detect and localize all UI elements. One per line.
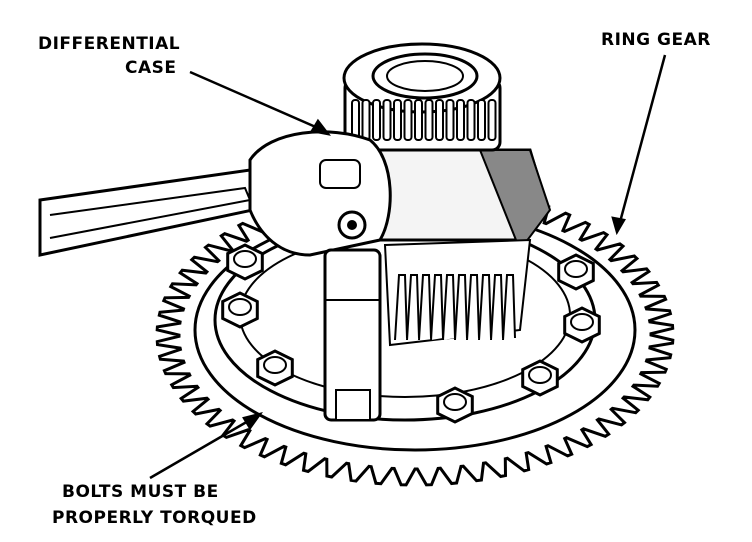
bearing-roller (435, 99, 444, 141)
side-gear-tooth (430, 274, 444, 341)
side-gear-tooth (454, 274, 468, 341)
bolt-head (563, 306, 601, 344)
leader-lines (149, 54, 667, 480)
bolt-head (436, 386, 474, 424)
side-gear-tooth (418, 274, 432, 341)
wrench-head (248, 130, 392, 257)
label-bolts-line2: PROPERLY TORQUED (52, 508, 257, 528)
side-gear (394, 274, 516, 341)
label-differential-case-line1: DIFFERENTIAL (38, 34, 181, 54)
bearing-roller (487, 99, 497, 141)
side-gear-tooth (466, 274, 480, 341)
bearing-roller (372, 99, 381, 141)
bearing-roller (382, 99, 392, 141)
bearing-roller (424, 99, 434, 141)
side-gear-tooth (478, 274, 492, 341)
bolt-head (557, 253, 595, 291)
bearing-roller (445, 99, 455, 141)
side-gear-tooth (442, 274, 456, 341)
side-gear-tooth (502, 274, 516, 341)
wrench-handle-groove (49, 186, 252, 239)
bearing-roller (466, 99, 476, 141)
bearing-roller (414, 99, 423, 141)
bolt-head (256, 349, 294, 387)
bolt-head (221, 291, 259, 329)
label-differential-case-line2: CASE (125, 58, 177, 78)
bearing (342, 42, 502, 152)
bearing-roller (393, 99, 402, 141)
bearing-roller (456, 99, 465, 141)
bolt-group (221, 243, 601, 424)
side-gear-tooth (490, 274, 504, 341)
bearing-roller (361, 99, 371, 141)
bearing-roller (403, 99, 413, 141)
case-shading (478, 149, 552, 253)
bearing-roller (477, 99, 486, 141)
side-gear-tooth (406, 274, 420, 341)
label-ring-gear: RING GEAR (601, 30, 711, 50)
label-bolts-line1: BOLTS MUST BE (62, 482, 219, 502)
torque-wrench (38, 130, 392, 422)
bolt-head (226, 243, 264, 281)
bolt-head (521, 359, 559, 397)
side-gear-tooth (394, 274, 408, 341)
